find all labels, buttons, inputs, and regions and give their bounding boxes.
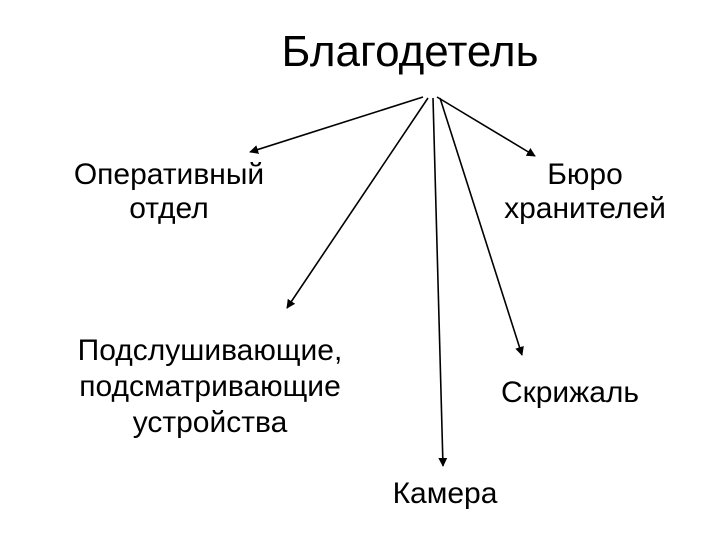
arrow-to-camera	[432, 97, 448, 467]
node-bureau-line-1: Бюро	[547, 158, 623, 191]
node-tablet: Скрижаль	[480, 376, 660, 410]
arrow-to-listening	[286, 97, 429, 309]
node-operative-department: Оперативный отдел	[40, 158, 298, 225]
node-camera-label: Камера	[392, 477, 498, 510]
arrow-to-operative	[249, 96, 424, 154]
node-listening-devices: Подслушивающие, подсматривающие устройст…	[30, 333, 390, 441]
node-tablet-label: Скрижаль	[500, 376, 640, 409]
node-listening-line-2: подсматривающие	[79, 370, 341, 403]
root-node-label: Благодетель	[281, 27, 539, 76]
arrow-to-tablet	[439, 97, 524, 356]
node-bureau-of-guardians: Бюро хранителей	[470, 158, 700, 225]
node-listening-line-3: устройства	[132, 406, 288, 439]
node-camera: Камера	[360, 477, 530, 511]
node-listening-line-1: Подслушивающие,	[77, 334, 343, 367]
arrow-to-bureau	[436, 96, 536, 157]
root-node: Благодетель	[240, 27, 580, 76]
node-operative-line-1: Оперативный	[73, 158, 265, 191]
node-bureau-line-2: хранителей	[504, 191, 666, 225]
node-operative-line-2: отдел	[129, 191, 209, 225]
